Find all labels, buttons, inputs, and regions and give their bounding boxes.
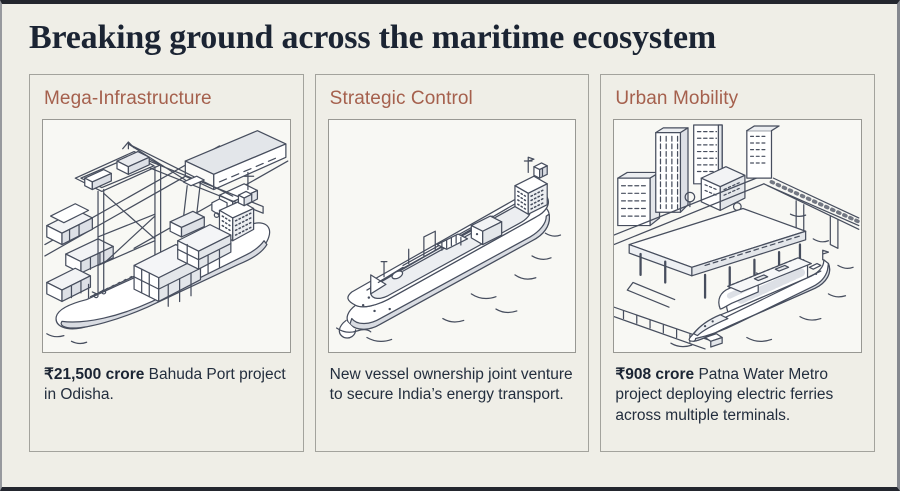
ferry-terminal-city-icon [614, 124, 862, 350]
tanker-ship-icon [335, 156, 561, 342]
card-title-strategic-control: Strategic Control [329, 87, 473, 109]
caption-amount: ₹908 crore [615, 365, 695, 383]
caption-text: Patna Water Metro project deploying elec… [615, 365, 834, 424]
page-title: Breaking ground across the maritime ecos… [29, 19, 716, 56]
card-caption-strategic-control: New vessel ownership joint venture to se… [330, 365, 575, 406]
container-port-illustration [42, 118, 291, 353]
card-caption-mega-infrastructure: ₹21,500 crore Bahuda Port project in Odi… [44, 365, 289, 406]
water-metro-ferry-illustration [613, 118, 863, 353]
tanker-vessel-illustration [327, 118, 577, 353]
card-urban-mobility: Urban Mobility [600, 73, 876, 452]
cards-row: Mega-Infrastructure [29, 73, 876, 452]
card-caption-urban-mobility: ₹908 crore Patna Water Metro project dep… [615, 365, 860, 426]
card-title-urban-mobility: Urban Mobility [615, 87, 739, 109]
card-mega-infrastructure: Mega-Infrastructure [29, 73, 304, 452]
caption-text: New vessel ownership joint venture to se… [329, 365, 573, 404]
caption-amount: ₹21,500 crore [44, 365, 145, 383]
port-crane-ship-icon [44, 129, 289, 344]
caption-text: Bahuda Port project in Odisha. [44, 365, 286, 404]
card-strategic-control: Strategic Control [314, 73, 590, 452]
card-title-mega-infrastructure: Mega-Infrastructure [44, 87, 212, 109]
